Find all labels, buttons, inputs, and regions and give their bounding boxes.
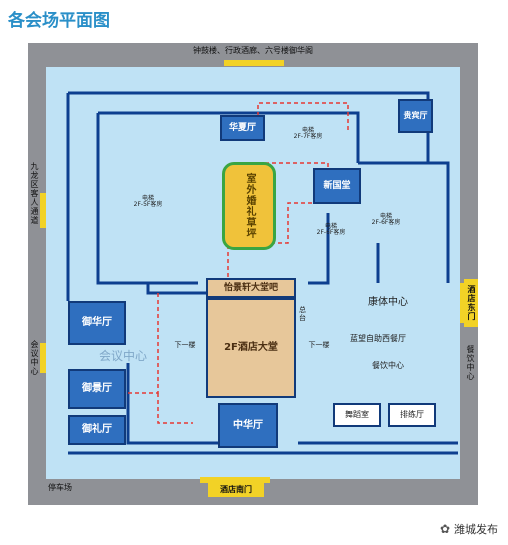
room-outdoor-lawn: 室外婚礼草坪 (222, 162, 276, 250)
room-banquet-a: 御华厅 (68, 301, 126, 345)
meeting-center-label: 会议中心 (98, 349, 147, 363)
label-left-top: 九龙区客人通道 (30, 161, 39, 225)
label-top-entrance: 钟鼓楼、行政酒廊、六号楼御华阁 (193, 46, 313, 55)
wall-mid (146, 283, 218, 295)
room-banquet-c: 御礼厅 (68, 415, 126, 445)
room-lobby-bar: 怡景轩大堂吧 (206, 278, 296, 298)
route-lower (157, 393, 193, 424)
page-title: 各会场平面图 (8, 11, 110, 31)
footer-brand: ✿ 潍城发布 (440, 521, 498, 537)
right-entrance-bar (460, 283, 466, 323)
front-desk: 总台 (298, 306, 307, 322)
wall-inner-top (98, 111, 360, 163)
room-xinzhuotang: 新国堂 (313, 168, 361, 204)
wall-right-block (308, 213, 330, 285)
wechat-icon: ✿ (439, 522, 450, 536)
label-right-entrance: 酒店东门 (464, 279, 478, 327)
elevator-3: 电梯 2F-6F客房 (371, 213, 401, 226)
room-guibin: 贵宾厅 (398, 99, 433, 133)
elevator-2: 电梯 2F-5F客房 (133, 195, 163, 208)
stairs-down-right: 下一楼 (308, 340, 330, 349)
label-left-mid: 会议中心 (30, 340, 39, 376)
room-food-center: 餐饮中心 (372, 361, 404, 370)
room-stage2: 排练厅 (388, 403, 436, 427)
room-zhonghua: 中华厅 (218, 403, 278, 448)
wall-lower-left (126, 363, 218, 445)
room-lobby: 2F酒店大堂 (206, 298, 296, 398)
label-right-side: 餐饮中心 (466, 345, 475, 381)
room-stage1: 舞蹈室 (333, 403, 381, 427)
room-health: 康体中心 (368, 297, 408, 308)
bottom-entrance-bar (200, 477, 270, 483)
elevator-4: 电梯 2F-6F客房 (316, 223, 346, 236)
floor-plan: 华夏厅 贵宾厅 新国堂 室外婚礼草坪 怡景轩大堂吧 2F酒店大堂 康体中心 蓝望… (28, 43, 478, 505)
footer-text: 潍城发布 (454, 523, 498, 536)
stairs-down-left: 下一楼 (174, 340, 196, 349)
room-banquet-b: 御景厅 (68, 369, 126, 409)
left-mid-bar (40, 343, 46, 373)
label-bottom-entrance: 酒店南门 (208, 483, 264, 497)
elevator-1: 电梯 2F-7F客房 (293, 127, 323, 140)
wall-outer-top (68, 91, 430, 163)
route-mid (227, 162, 329, 283)
room-huahua: 华夏厅 (220, 115, 265, 141)
left-entrance-bar (40, 193, 46, 228)
wall-right-upper (358, 161, 450, 283)
top-entrance-bar (224, 60, 284, 66)
room-buffet: 蓝望自助西餐厅 (350, 334, 406, 343)
route-top (257, 102, 349, 133)
wall-inner-left (96, 113, 198, 285)
label-left-bottom: 停车场 (48, 483, 72, 492)
walls-and-routes (66, 91, 458, 455)
